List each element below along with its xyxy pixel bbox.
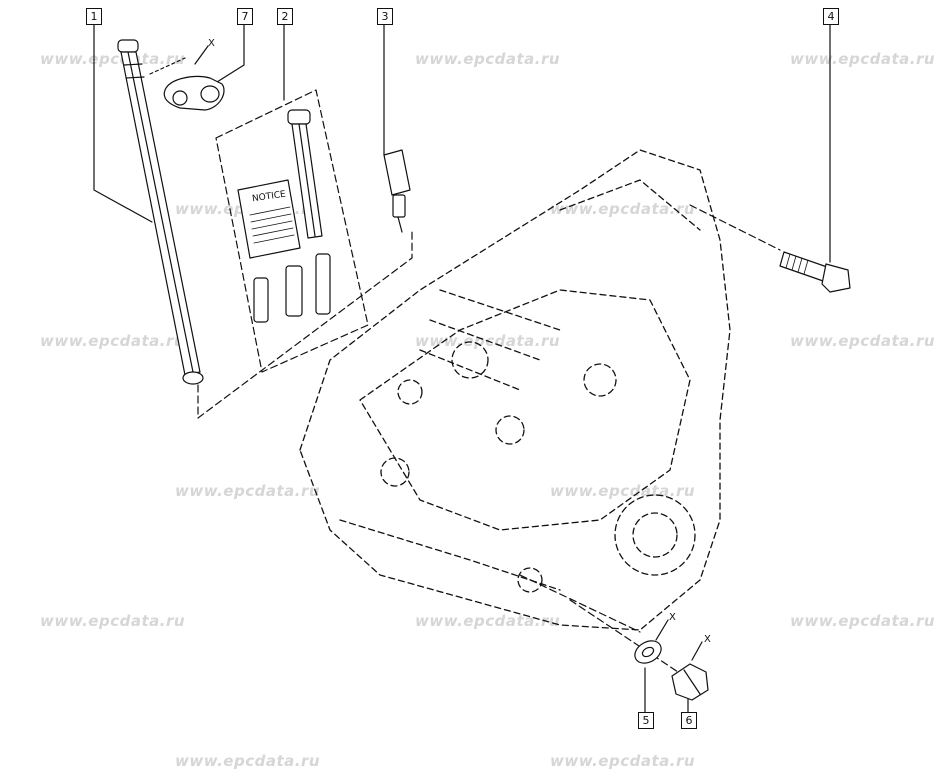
leader-lines <box>93 23 831 713</box>
kit-part <box>237 109 331 323</box>
gearbox-housing <box>299 149 731 631</box>
washer-part <box>634 640 662 664</box>
callout-6[interactable]: 6 <box>681 712 697 729</box>
dipstick-tube-part <box>117 39 204 385</box>
callout-5[interactable]: 5 <box>638 712 654 729</box>
bolt-part <box>779 251 851 293</box>
x-mark: X <box>208 38 215 49</box>
callout-7[interactable]: 7 <box>237 8 253 25</box>
callout-2[interactable]: 2 <box>277 8 293 25</box>
x-marker-arrows <box>194 45 703 661</box>
callout-4[interactable]: 4 <box>823 8 839 25</box>
assembly-dash-lines <box>197 89 781 681</box>
callout-3[interactable]: 3 <box>377 8 393 25</box>
drain-plug-part <box>671 663 709 701</box>
sensor-part <box>383 149 411 233</box>
x-mark: X <box>704 634 711 645</box>
x-mark: X <box>669 612 676 623</box>
retaining-clip-part <box>149 57 225 111</box>
callout-1[interactable]: 1 <box>86 8 102 25</box>
